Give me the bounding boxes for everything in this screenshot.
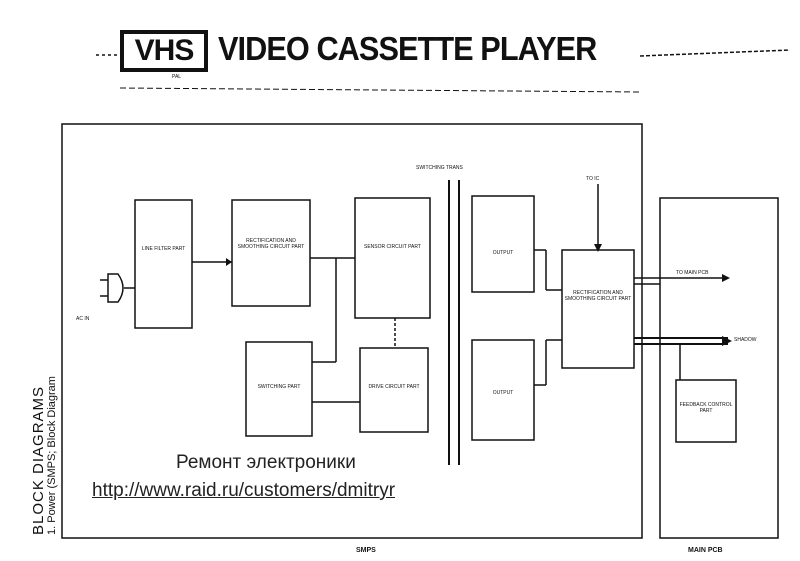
block-line-filter [134, 199, 193, 329]
arrow-filter-rect [226, 258, 232, 266]
block-rectification-2-label: RECTIFICATION AND SMOOTHING CIRCUIT PART [564, 290, 632, 302]
transformer-label: SWITCHING TRANS [416, 165, 463, 171]
side-title-line2: 1. Power (SMPS; Block Diagram [46, 376, 58, 535]
block-sensor-label: SENSOR CIRCUIT PART [364, 244, 421, 250]
page-title: VIDEO CASSETTE PLAYER [218, 30, 597, 67]
top-input-label: TO IC [586, 176, 600, 182]
side-title: BLOCK DIAGRAMS 1. Power (SMPS; Block Dia… [30, 376, 58, 535]
block-rectification-2 [561, 249, 635, 369]
watermark-title: Ремонт электрoники [176, 452, 356, 474]
block-feedback-label: FEEDBACK CONTROL PART [679, 402, 733, 414]
block-rectification-1 [231, 199, 311, 307]
header-rule-right [639, 49, 791, 57]
ac-plug [100, 273, 124, 303]
vhs-logo: VHS [120, 30, 208, 72]
side-title-line1: BLOCK DIAGRAMS [30, 385, 47, 535]
arrow-out-1 [722, 274, 730, 282]
output-2-label: SHADOW [734, 337, 757, 343]
block-line-filter-label: LINE FILTER PART [141, 246, 186, 252]
block-drive-label: DRIVE CIRCUIT PART [368, 384, 420, 390]
block-output-1 [471, 195, 535, 293]
block-feedback [675, 379, 737, 443]
block-output-1-label: OUTPUT [492, 250, 514, 256]
ac-in-label: AC IN [76, 316, 90, 322]
smps-outline [61, 123, 643, 539]
block-switching [245, 341, 313, 437]
footer-smps: SMPS [356, 547, 376, 554]
output-1-label: TO MAIN PCB [676, 270, 709, 276]
vhs-logo-sub: PAL [172, 74, 182, 80]
arrow-top-in [594, 244, 602, 252]
main-pcb-outline [659, 197, 779, 539]
header-underline [119, 87, 641, 93]
arrow-out-2 [722, 336, 732, 346]
block-rectification-1-label: RECTIFICATION AND SMOOTHING CIRCUIT PART [237, 238, 305, 250]
block-sensor [354, 197, 431, 319]
block-output-2-label: OUTPUT [492, 390, 514, 396]
block-drive [359, 347, 429, 433]
block-switching-label: SWITCHING PART [257, 384, 301, 390]
watermark-url: http://www.raid.ru/customers/dmitryr [92, 480, 396, 502]
footer-main-pcb: MAIN PCB [688, 547, 723, 554]
block-output-2 [471, 339, 535, 441]
